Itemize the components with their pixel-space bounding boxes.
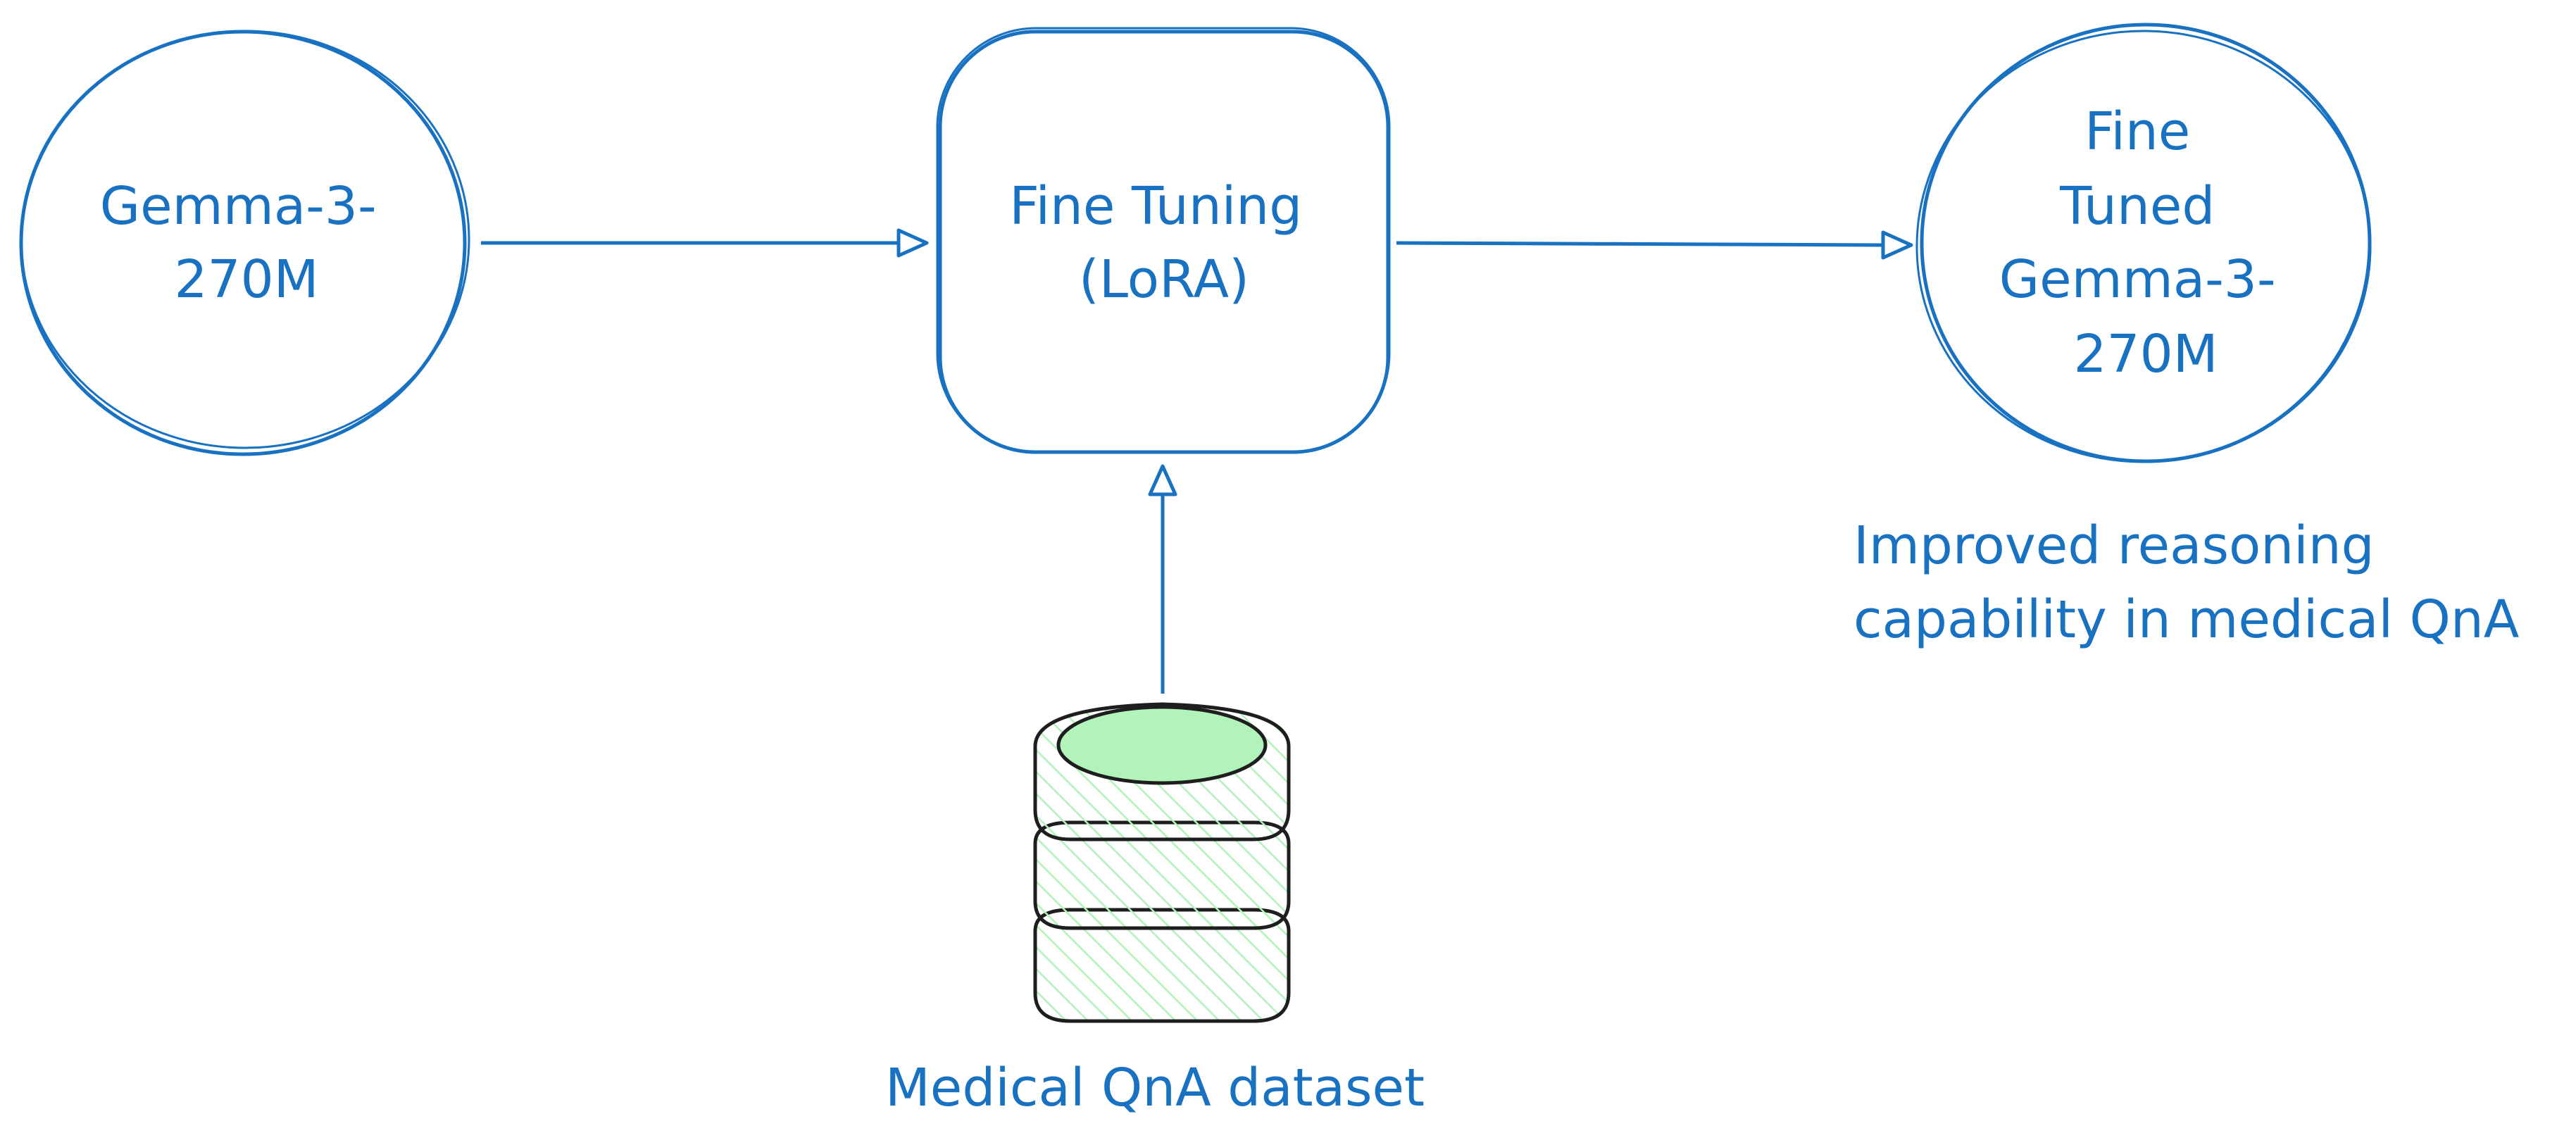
base-model-label: Gemma-3- 270M — [100, 176, 393, 310]
tuned-model-node: Fine Tuned Gemma-3- 270M — [1915, 23, 2372, 463]
tuned-model-label-line-2: Tuned — [2059, 176, 2215, 237]
improvement-annotation-line-1: Improved reasoning — [1853, 515, 2375, 576]
improvement-annotation-line-2: capability in medical QnA — [1853, 589, 2520, 650]
database-top-surface — [1056, 705, 1268, 785]
tuned-model-label-line-4: 270M — [2073, 324, 2218, 384]
fine-tuning-node: Fine Tuning (LoRA) — [936, 27, 1391, 454]
tuned-model-label-line-1: Fine — [2084, 101, 2190, 162]
edge-finetuning-to-tuned-arrowhead — [1881, 230, 1913, 260]
fine-tuning-box-sketch — [936, 27, 1391, 453]
edge-finetuning-to-tuned — [1396, 230, 1913, 260]
tuned-model-label: Fine Tuned Gemma-3- 270M — [1999, 101, 2292, 384]
database-icon — [1033, 702, 1291, 1023]
improvement-annotation: Improved reasoning capability in medical… — [1853, 515, 2520, 650]
edge-dataset-to-finetuning-arrowhead — [1148, 464, 1177, 496]
edge-finetuning-to-tuned-line — [1396, 241, 1885, 247]
edge-base-to-finetuning — [481, 228, 929, 258]
dataset-label: Medical QnA dataset — [885, 1058, 1425, 1118]
tuned-model-circle-sketch — [1915, 30, 2372, 463]
edge-dataset-to-finetuning — [1148, 464, 1177, 694]
base-model-node: Gemma-3- 270M — [19, 30, 470, 456]
fine-tuning-label: Fine Tuning (LoRA) — [1009, 176, 1318, 310]
fine-tuning-label-line-2: (LoRA) — [1079, 249, 1249, 310]
base-model-label-line-1: Gemma-3- — [100, 176, 377, 237]
base-model-circle-sketch — [20, 30, 470, 449]
base-model-label-line-2: 270M — [174, 249, 318, 310]
fine-tuning-box — [938, 30, 1390, 454]
fine-tuning-label-line-1: Fine Tuning — [1009, 176, 1302, 237]
tuned-model-label-line-3: Gemma-3- — [1999, 249, 2276, 310]
edge-base-to-finetuning-arrowhead — [896, 228, 929, 258]
